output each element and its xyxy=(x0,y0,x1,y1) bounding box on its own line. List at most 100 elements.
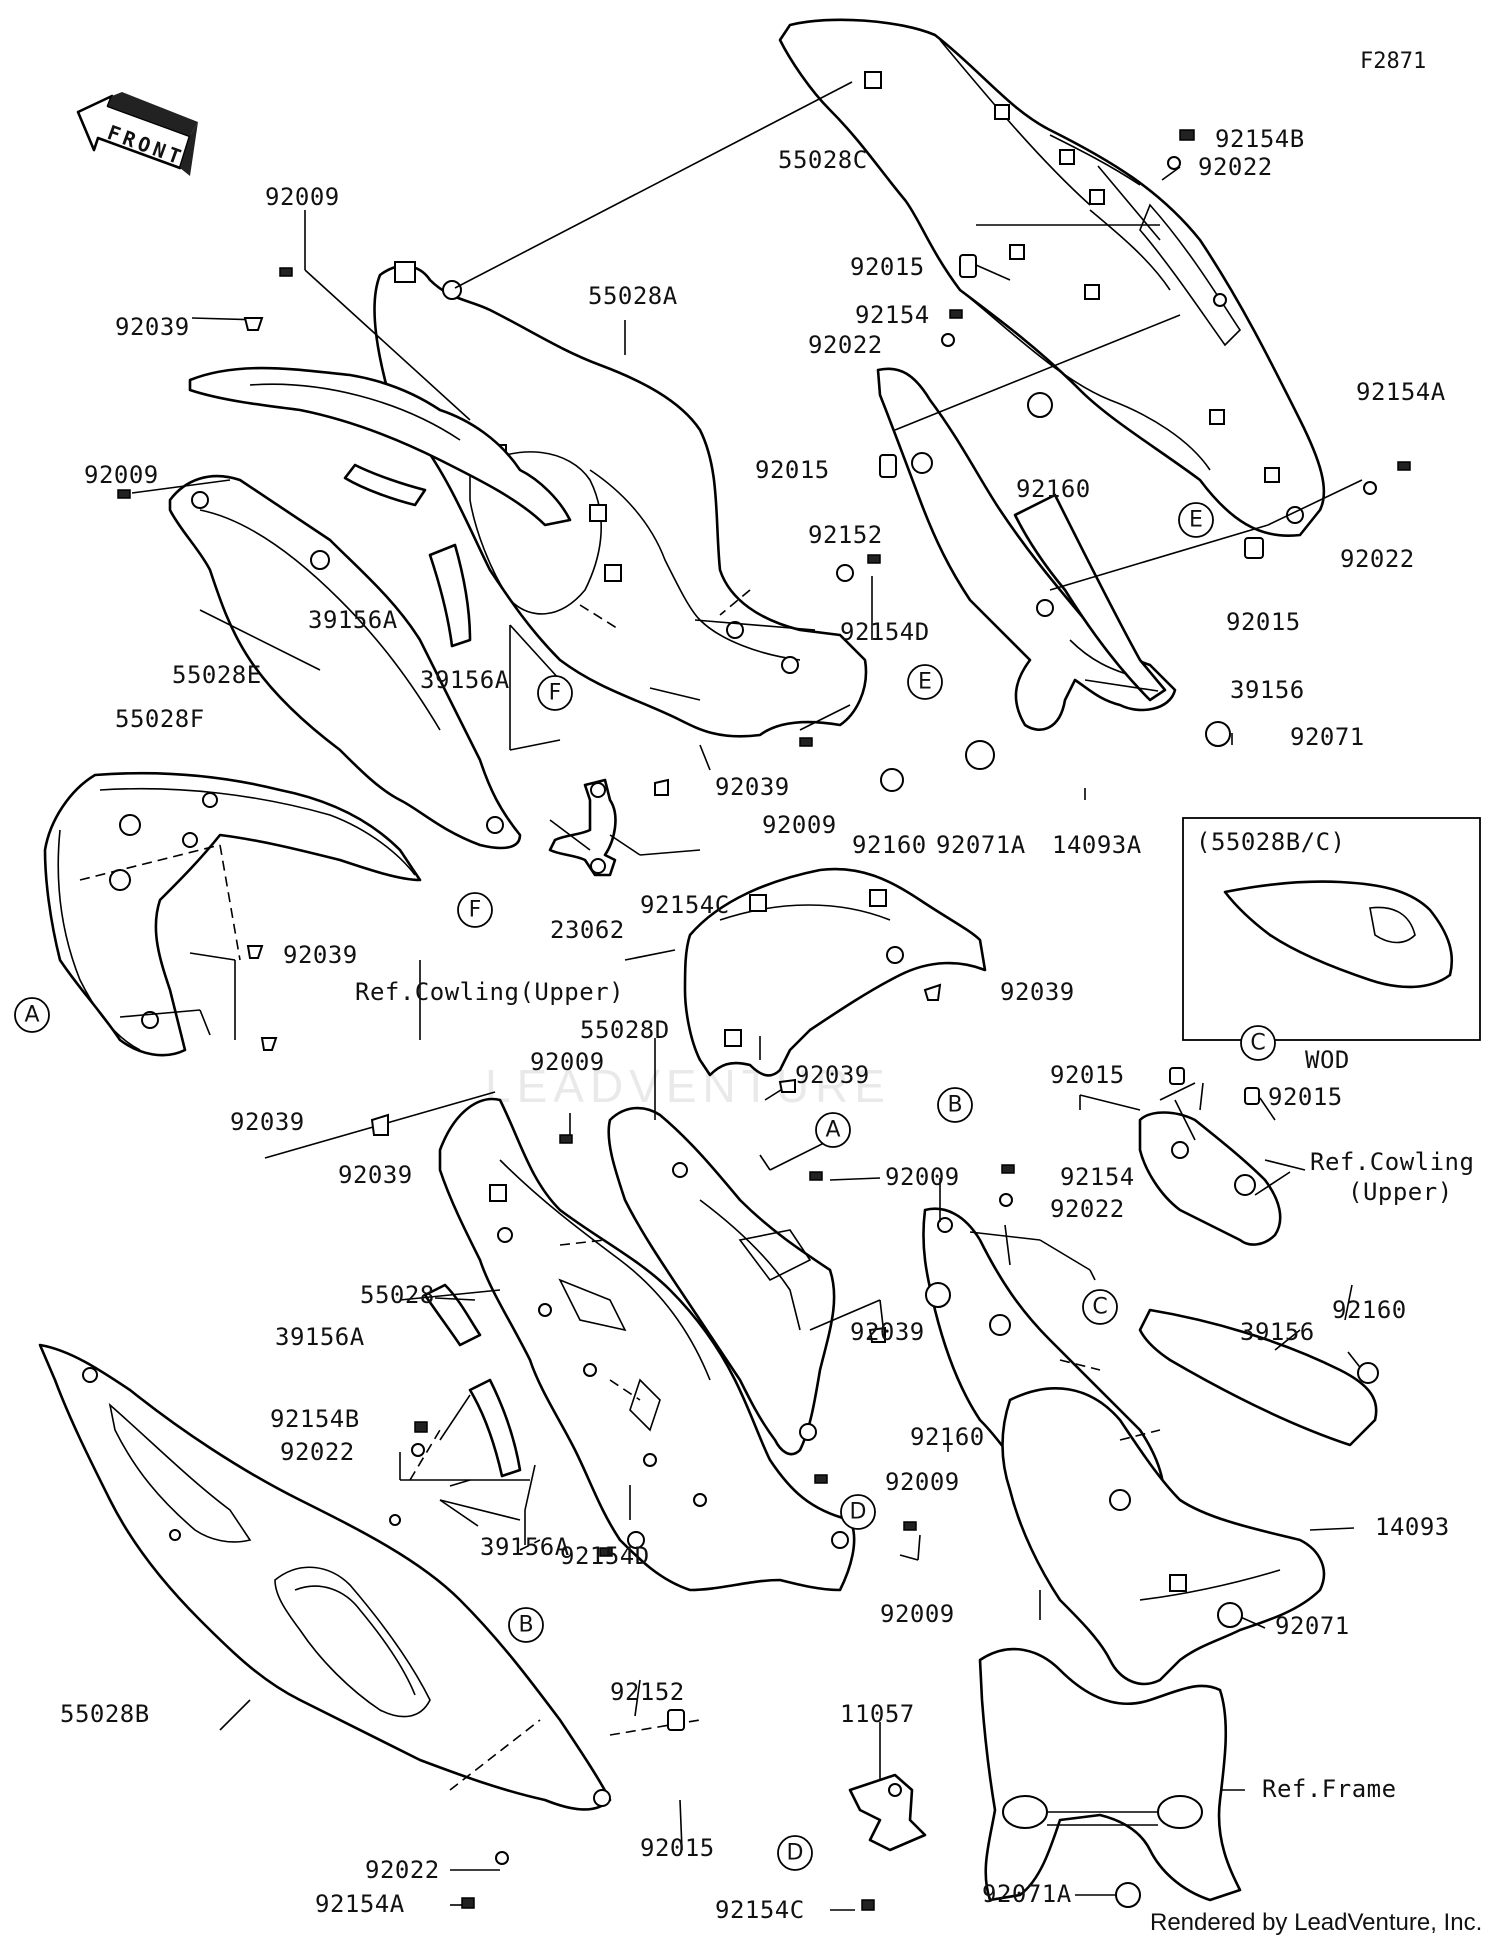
label-92071A-1: 92071A xyxy=(936,831,1026,859)
label-39156-2: 39156 xyxy=(1240,1318,1315,1346)
label-39156A-3: 39156A xyxy=(275,1323,365,1351)
label-92160-1: 92160 xyxy=(1016,475,1091,503)
ref-marker-A-center: A xyxy=(815,1112,851,1148)
label-92009-1: 92009 xyxy=(265,183,340,211)
label-92039-4: 92039 xyxy=(230,1108,305,1136)
label-92160-4: 92160 xyxy=(1332,1296,1407,1324)
svg-text:C: C xyxy=(1092,1295,1107,1320)
hardware xyxy=(117,129,1411,1911)
label-55028B: 55028B xyxy=(60,1700,150,1728)
svg-text:B: B xyxy=(947,1093,962,1118)
label-92071-1: 92071 xyxy=(1290,723,1365,751)
svg-text:E: E xyxy=(918,670,932,695)
label-55028E: 55028E xyxy=(172,661,262,689)
ref-marker-B-lower: B xyxy=(508,1607,544,1643)
svg-text:F: F xyxy=(549,681,562,706)
label-92015-1: 92015 xyxy=(850,253,925,281)
ref-marker-D-lower: D xyxy=(777,1835,813,1871)
label-92022-3: 92022 xyxy=(1340,545,1415,573)
ref-marker-B-center: B xyxy=(937,1087,973,1123)
part-39156-upper xyxy=(1013,493,1167,702)
label-92154D-2: 92154D xyxy=(560,1542,650,1570)
part-55028D xyxy=(607,1106,836,1456)
label-ref-cowling-upper-2a: Ref.Cowling xyxy=(1310,1148,1474,1176)
part-14093 xyxy=(1001,1387,1326,1686)
svg-text:B: B xyxy=(518,1613,533,1638)
wod-caption: WOD xyxy=(1305,1046,1350,1074)
part-11057 xyxy=(848,1773,927,1852)
label-92039-6: 92039 xyxy=(795,1061,870,1089)
label-39156-1: 39156 xyxy=(1230,676,1305,704)
label-92022-6: 92022 xyxy=(365,1856,440,1884)
label-92160-3: 92160 xyxy=(910,1423,985,1451)
svg-text:E: E xyxy=(1189,508,1203,533)
label-92009-2: 92009 xyxy=(84,461,159,489)
label-92022-2: 92022 xyxy=(808,331,883,359)
label-92022-4: 92022 xyxy=(1050,1195,1125,1223)
ref-marker-C-upper: C xyxy=(1240,1025,1276,1061)
label-39156A-2: 39156A xyxy=(420,666,510,694)
front-arrow-icon: FRONT xyxy=(76,92,198,176)
part-55028F xyxy=(43,771,422,1057)
label-92022-1: 92022 xyxy=(1198,153,1273,181)
figure-code: F2871 xyxy=(1360,49,1426,74)
label-39156A-4: 39156A xyxy=(480,1533,570,1561)
dashed-lines xyxy=(79,589,1161,1791)
part-39156-lower xyxy=(1138,1308,1378,1447)
ref-marker-E-upper: E xyxy=(907,664,943,700)
label-92071A-2: 92071A xyxy=(982,1880,1072,1908)
part-ref-frame xyxy=(978,1647,1242,1902)
part-39156A-upper-2 xyxy=(428,543,472,648)
ref-marker-F-left: F xyxy=(537,675,573,711)
leader-lines xyxy=(119,81,1371,1911)
svg-text:D: D xyxy=(787,1841,804,1866)
label-92039-5: 92039 xyxy=(1000,978,1075,1006)
label-92009-4: 92009 xyxy=(530,1048,605,1076)
part-39156A-upper-1 xyxy=(343,463,427,507)
part-55028E xyxy=(168,474,522,850)
watermark: LEADVENTURE xyxy=(485,1060,891,1112)
label-92071-2: 92071 xyxy=(1275,1612,1350,1640)
label-92160-2: 92160 xyxy=(852,831,927,859)
part-55028 xyxy=(438,1097,856,1592)
label-55028F: 55028F xyxy=(115,705,205,733)
label-92152-2: 92152 xyxy=(610,1678,685,1706)
label-92039-8: 92039 xyxy=(850,1318,925,1346)
label-92009-7: 92009 xyxy=(880,1600,955,1628)
label-92154A-2: 92154A xyxy=(315,1890,405,1918)
part-cowling-upper-bracket xyxy=(1138,1111,1282,1246)
svg-text:D: D xyxy=(850,1500,867,1525)
ref-marker-A-left: A xyxy=(14,997,50,1033)
label-92015-5: 92015 xyxy=(1268,1083,1343,1111)
label-92015-4: 92015 xyxy=(1050,1061,1125,1089)
label-11057: 11057 xyxy=(840,1700,915,1728)
part-39156A-lower-2 xyxy=(468,1378,522,1478)
label-ref-cowling-upper-2b: (Upper) xyxy=(1348,1178,1453,1206)
label-55028A: 55028A xyxy=(588,282,678,310)
label-39156A-1: 39156A xyxy=(308,606,398,634)
label-92154-2: 92154 xyxy=(1060,1163,1135,1191)
label-55028D: 55028D xyxy=(580,1016,670,1044)
label-92009-5: 92009 xyxy=(885,1163,960,1191)
label-92009-6: 92009 xyxy=(885,1468,960,1496)
ref-marker-E-right: E xyxy=(1178,502,1214,538)
label-92039-2: 92039 xyxy=(715,773,790,801)
label-92022-5: 92022 xyxy=(280,1438,355,1466)
part-23062 xyxy=(548,778,617,877)
wod-title: (55028B/C) xyxy=(1196,828,1346,856)
label-14093: 14093 xyxy=(1375,1513,1450,1541)
rendered-by-credit: Rendered by LeadVenture, Inc. xyxy=(1150,1909,1482,1936)
label-92039-1: 92039 xyxy=(115,313,190,341)
part-55028C xyxy=(778,18,1326,538)
label-92154B-1: 92154B xyxy=(1215,125,1305,153)
label-ref-frame: Ref.Frame xyxy=(1262,1775,1397,1803)
label-92039-7: 92039 xyxy=(338,1161,413,1189)
label-92015-2: 92015 xyxy=(755,456,830,484)
ref-marker-F-lower: F xyxy=(457,892,493,928)
label-23062: 23062 xyxy=(550,916,625,944)
label-92015-6: 92015 xyxy=(640,1834,715,1862)
label-55028: 55028 xyxy=(360,1281,435,1309)
svg-text:C: C xyxy=(1250,1031,1265,1056)
svg-text:A: A xyxy=(24,1003,39,1028)
